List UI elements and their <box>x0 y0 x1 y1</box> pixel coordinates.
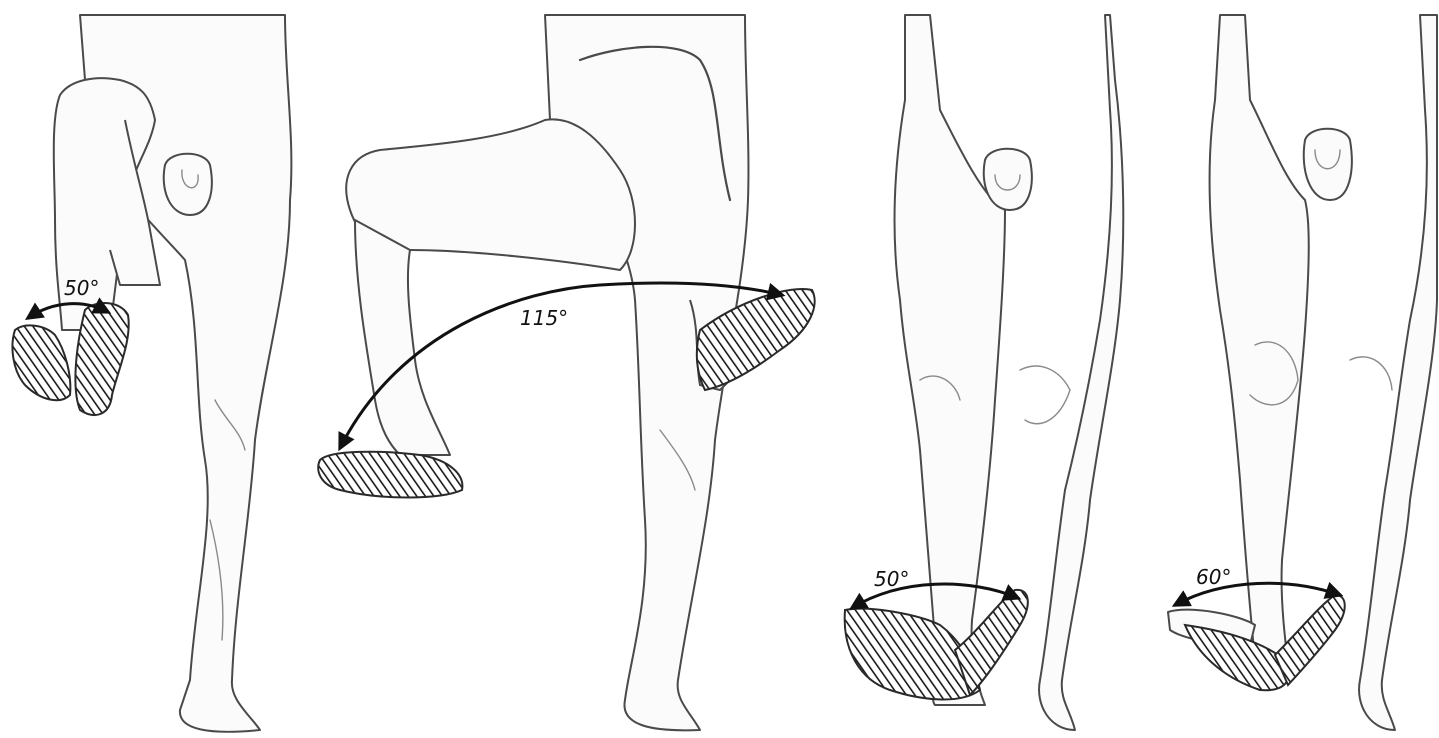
groin <box>164 154 212 215</box>
angle-label-3: 50° <box>874 567 909 591</box>
figure-standing-rotation: 50° <box>845 15 1124 730</box>
right-leg-4 <box>1359 15 1437 730</box>
hanging-shin <box>355 220 450 455</box>
foot-sole-left <box>12 325 70 400</box>
figure-knee-flexion: 50° <box>12 15 291 732</box>
groin-4 <box>1304 129 1352 200</box>
angle-label-4: 60° <box>1196 565 1231 589</box>
angle-label-1: 50° <box>64 276 99 300</box>
foot-sole-down <box>318 452 462 498</box>
figure-standing-rotation-2: 60° <box>1168 15 1437 730</box>
groin-3 <box>984 149 1032 210</box>
angle-label-2: 115° <box>520 306 568 330</box>
foot-sole-right <box>75 303 128 415</box>
left-leg-3 <box>895 15 1005 705</box>
figure-hip-flexion: 115° <box>318 15 814 730</box>
right-leg-3 <box>1039 15 1123 730</box>
